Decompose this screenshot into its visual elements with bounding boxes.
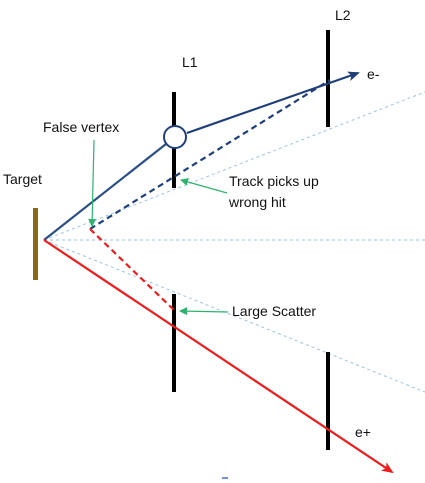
electron-track-segment-1 (43, 143, 167, 241)
label-target: Target (3, 171, 42, 187)
detector-layer-l2-upper (326, 30, 330, 127)
target-bar (33, 208, 38, 280)
label-l2: L2 (335, 7, 351, 23)
detector-layer-l1-lower (172, 294, 176, 392)
label-positron: e+ (355, 424, 371, 440)
acceptance-line-lower (43, 239, 425, 393)
label-track-picks-up: Track picks up (229, 173, 319, 189)
detector-layer-l2-lower (326, 352, 330, 450)
false-vertex-arrow (88, 139, 97, 227)
wrong-hit-arrow (180, 178, 228, 194)
electron-track-segment-2 (186, 71, 360, 135)
label-wrong-hit: wrong hit (228, 194, 286, 210)
label-l1: L1 (182, 54, 198, 70)
label-large-scatter: Large Scatter (232, 303, 316, 319)
label-false-vertex: False vertex (43, 119, 119, 135)
hit-circle (163, 125, 187, 149)
large-scatter-arrow (179, 307, 229, 316)
label-electron: e- (367, 66, 380, 82)
acceptance-line-upper (43, 91, 425, 241)
electron-reco-track-dashed (89, 79, 331, 230)
positron-track (43, 239, 394, 474)
